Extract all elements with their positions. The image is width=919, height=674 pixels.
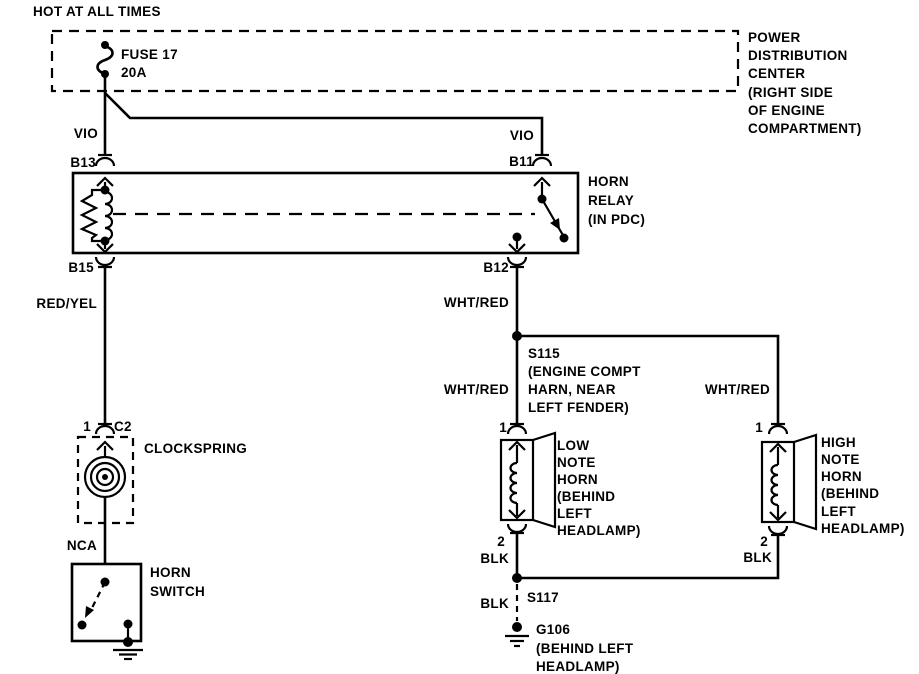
relay-coil bbox=[79, 176, 114, 254]
high-horn-pin1-label: 1 bbox=[755, 420, 763, 435]
relay-label-line: HORN bbox=[588, 174, 629, 189]
s117-label: S117 bbox=[527, 590, 559, 605]
hot-at-all-times-label: HOT AT ALL TIMES bbox=[33, 4, 161, 19]
low-horn-label-line: LEFT bbox=[557, 506, 592, 521]
fuse-17-symbol bbox=[96, 41, 114, 78]
relay-label-line: (IN PDC) bbox=[588, 212, 645, 227]
wire-blk-high bbox=[517, 535, 780, 580]
s115-label-line: LEFT FENDER) bbox=[528, 400, 629, 415]
splice-s115-label: S115 (ENGINE COMPT HARN, NEAR LEFT FENDE… bbox=[528, 346, 641, 415]
horn-switch-ground-icon bbox=[113, 637, 143, 661]
horn-relay-box bbox=[71, 171, 580, 255]
connector-b13 bbox=[94, 153, 116, 167]
s115-label-line: HARN, NEAR bbox=[528, 382, 616, 397]
relay-label-line: RELAY bbox=[588, 193, 634, 208]
g106-label-line: HEADLAMP) bbox=[536, 659, 620, 674]
wire-vio-b11 bbox=[104, 92, 544, 155]
pdc-label-line: COMPARTMENT) bbox=[748, 121, 862, 136]
clockspring-label: CLOCKSPRING bbox=[144, 441, 247, 456]
horn-switch-label-line: SWITCH bbox=[150, 584, 205, 599]
red-yel-label: RED/YEL bbox=[36, 296, 97, 311]
connector-low-horn-1 bbox=[506, 422, 528, 435]
blk-high-label: BLK bbox=[743, 550, 772, 565]
pdc-label-line: DISTRIBUTION bbox=[748, 48, 848, 63]
g106-label-line: G106 bbox=[536, 622, 570, 637]
nca-label: NCA bbox=[67, 538, 97, 553]
connector-low-horn-2 bbox=[506, 523, 528, 535]
horn-switch-symbol bbox=[77, 577, 133, 641]
connector-high-horn-2 bbox=[767, 525, 789, 537]
pdc-label-line: CENTER bbox=[748, 66, 805, 81]
pdc-label: POWER DISTRIBUTION CENTER (RIGHT SIDE OF… bbox=[748, 30, 862, 136]
relay-switch bbox=[508, 176, 569, 254]
horn-switch-label: HORN SWITCH bbox=[150, 565, 205, 599]
c2-connector-label: C2 bbox=[114, 419, 132, 434]
ground-g106-icon bbox=[505, 622, 529, 648]
high-horn-label-line: (BEHIND bbox=[821, 486, 879, 501]
clockspring-pin-label: 1 bbox=[83, 419, 91, 434]
low-horn-label-line: NOTE bbox=[557, 455, 596, 470]
high-note-horn-symbol bbox=[760, 433, 818, 531]
high-horn-label-line: HORN bbox=[821, 469, 862, 484]
wht-red-left-label: WHT/RED bbox=[444, 382, 509, 397]
s115-label-line: (ENGINE COMPT bbox=[528, 364, 641, 379]
pdc-label-line: (RIGHT SIDE bbox=[748, 85, 833, 100]
wht-red-top-label: WHT/RED bbox=[444, 295, 509, 310]
s115-label-line: S115 bbox=[528, 346, 560, 361]
connector-b12 bbox=[506, 256, 528, 269]
fuse-name-label: FUSE 17 bbox=[121, 47, 178, 62]
connector-high-horn-1 bbox=[767, 422, 789, 435]
ground-g106-label: G106 (BEHIND LEFT HEADLAMP) bbox=[536, 622, 634, 674]
horn-relay-label: HORN RELAY (IN PDC) bbox=[588, 174, 645, 227]
low-horn-pin1-label: 1 bbox=[499, 420, 507, 435]
low-horn-label-line: LOW bbox=[557, 438, 589, 453]
horn-switch-box bbox=[70, 562, 143, 643]
blk-bottom-label: BLK bbox=[480, 596, 509, 611]
low-horn-label-line: (BEHIND bbox=[557, 489, 615, 504]
vio-left-label: VIO bbox=[74, 126, 98, 141]
low-horn-pin2-label: 2 bbox=[497, 534, 505, 549]
fuse-rating-label: 20A bbox=[121, 65, 147, 80]
connector-c2 bbox=[94, 422, 116, 435]
vio-right-label: VIO bbox=[510, 128, 534, 143]
low-horn-label-line: HEADLAMP) bbox=[557, 523, 641, 538]
horn-switch-label-line: HORN bbox=[150, 565, 191, 580]
wht-red-right-label: WHT/RED bbox=[705, 382, 770, 397]
high-horn-label: HIGH NOTE HORN (BEHIND LEFT HEADLAMP) bbox=[821, 435, 905, 536]
b11-pin-label: B11 bbox=[509, 154, 534, 169]
low-note-horn-symbol bbox=[499, 431, 557, 529]
high-horn-label-line: LEFT bbox=[821, 504, 856, 519]
high-horn-pin2-label: 2 bbox=[760, 534, 768, 549]
low-horn-label-line: HORN bbox=[557, 472, 598, 487]
connector-b15 bbox=[94, 256, 116, 269]
connector-b11 bbox=[531, 153, 553, 167]
g106-label-line: (BEHIND LEFT bbox=[536, 641, 634, 656]
power-distribution-center-box bbox=[50, 29, 740, 93]
low-horn-label: LOW NOTE HORN (BEHIND LEFT HEADLAMP) bbox=[557, 438, 641, 538]
blk-low-label: BLK bbox=[480, 551, 509, 566]
b15-pin-label: B15 bbox=[68, 260, 94, 275]
high-horn-label-line: NOTE bbox=[821, 452, 860, 467]
b13-pin-label: B13 bbox=[70, 155, 96, 170]
high-horn-label-line: HEADLAMP) bbox=[821, 521, 905, 536]
wire-wht-red-branch bbox=[517, 334, 780, 423]
clockspring-spiral bbox=[83, 440, 127, 499]
pdc-label-line: OF ENGINE bbox=[748, 103, 825, 118]
splice-s117-dot bbox=[512, 573, 522, 583]
pdc-label-line: POWER bbox=[748, 30, 801, 45]
high-horn-label-line: HIGH bbox=[821, 435, 856, 450]
b12-pin-label: B12 bbox=[483, 260, 509, 275]
